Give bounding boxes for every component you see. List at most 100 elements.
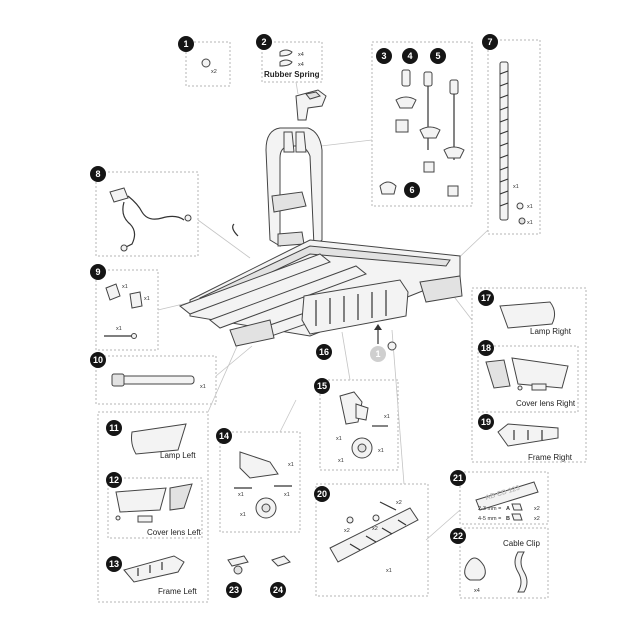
svg-text:21: 21 xyxy=(453,473,463,483)
part-12-cover-lens-left xyxy=(107,477,203,539)
badge-24: 24 xyxy=(270,582,286,598)
badge-20: 20 xyxy=(314,486,330,502)
plate-range-large: 4-5 mm = xyxy=(478,516,501,522)
part-8-wiring-harness xyxy=(109,187,192,252)
svg-text:16: 16 xyxy=(319,347,329,357)
svg-text:24: 24 xyxy=(273,585,283,595)
badge-9: 9 xyxy=(90,264,106,280)
part-22-cable-clip xyxy=(464,551,528,593)
qty-part-20-d: x1 xyxy=(386,568,392,574)
leader-line xyxy=(215,345,253,377)
svg-text:1: 1 xyxy=(375,349,380,359)
part-11-lamp-left xyxy=(131,423,187,455)
part-1-reference-cap xyxy=(387,341,397,351)
part-17-lamp-right xyxy=(499,301,556,329)
badge-5: 5 xyxy=(430,48,446,64)
qty-part-15-b: x1 xyxy=(336,436,342,442)
leader-line xyxy=(425,509,461,541)
plate-range-a: A xyxy=(506,506,510,512)
badge-17: 17 xyxy=(478,290,494,306)
qty-part-21-a: x2 xyxy=(534,506,540,512)
badge-12: 12 xyxy=(106,472,122,488)
label-cover-lens-left: Cover lens Left xyxy=(147,528,202,537)
box-part-7 xyxy=(487,39,541,235)
plate-range-small: 2-3 mm = xyxy=(478,506,501,512)
part-13-frame-left xyxy=(123,555,185,583)
plate-range-b: B xyxy=(506,516,510,522)
qty-part-14-b: x1 xyxy=(238,492,244,498)
part-6-cap xyxy=(379,181,397,195)
svg-text:20: 20 xyxy=(317,489,327,499)
box-part-18 xyxy=(477,345,579,413)
qty-part-9-key: x1 xyxy=(144,296,150,302)
box-parts-11-13 xyxy=(97,411,209,603)
label-rubber-spring: Rubber Spring xyxy=(264,70,320,79)
svg-text:5: 5 xyxy=(435,51,440,61)
box-part-8 xyxy=(95,171,199,257)
box-part-10 xyxy=(95,355,217,405)
svg-text:22: 22 xyxy=(453,531,463,541)
qty-part-9-bolt: x1 xyxy=(116,326,122,332)
part-3-arm xyxy=(395,69,417,133)
svg-text:12: 12 xyxy=(109,475,119,485)
part-4-arm xyxy=(419,71,441,173)
part-24-key xyxy=(271,555,291,567)
svg-text:6: 6 xyxy=(409,185,414,195)
svg-text:7: 7 xyxy=(487,37,492,47)
part-5-arm xyxy=(443,79,465,197)
svg-text:17: 17 xyxy=(481,293,491,303)
badge-10: 10 xyxy=(90,352,106,368)
label-cover-lens-right: Cover lens Right xyxy=(516,399,576,408)
box-part-21 xyxy=(459,471,549,525)
badge-1: 1 xyxy=(178,36,194,52)
part-23-key xyxy=(227,555,249,575)
badge-19: 19 xyxy=(478,414,494,430)
part-21-number-plate xyxy=(475,481,539,511)
qty-part-7-washer: x1 xyxy=(527,220,533,226)
box-parts-3-6 xyxy=(371,41,473,207)
svg-text:8: 8 xyxy=(95,169,100,179)
qty-part-14-c: x1 xyxy=(284,492,290,498)
part-18-cover-lens-right xyxy=(485,357,569,391)
svg-text:13: 13 xyxy=(109,559,119,569)
svg-text:10: 10 xyxy=(93,355,103,365)
qty-part-9-lock: x1 xyxy=(122,284,128,290)
svg-text:4: 4 xyxy=(407,51,412,61)
badge-1-reference: 1 xyxy=(370,346,386,362)
badge-14: 14 xyxy=(216,428,232,444)
leader-line xyxy=(451,293,473,321)
box-parts-17-19 xyxy=(471,287,587,463)
bike-carrier-assembly xyxy=(178,127,463,347)
badge-23: 23 xyxy=(226,582,242,598)
leader-line xyxy=(341,331,351,381)
badge-7: 7 xyxy=(482,34,498,50)
box-part-1 xyxy=(185,41,231,87)
box-part-14 xyxy=(219,431,301,533)
box-part-2 xyxy=(261,41,323,83)
badge-11: 11 xyxy=(106,420,122,436)
svg-text:18: 18 xyxy=(481,343,491,353)
qty-part-20-a: x2 xyxy=(396,500,402,506)
part-15-foot-assembly xyxy=(339,391,388,459)
qty-part-15-d: x1 xyxy=(338,458,344,464)
svg-text:2: 2 xyxy=(261,37,266,47)
leader-line xyxy=(295,81,299,95)
badge-18: 18 xyxy=(478,340,494,356)
qty-part-2a: x4 xyxy=(298,52,304,58)
box-part-20 xyxy=(315,483,429,597)
part-19-frame-right xyxy=(497,423,559,447)
part-9-lock-set xyxy=(104,283,143,339)
badge-3: 3 xyxy=(376,48,392,64)
qty-part-7-knob: x1 xyxy=(527,204,533,210)
svg-text:11: 11 xyxy=(109,423,119,433)
part-2-rubber-spring xyxy=(279,49,293,67)
badge-15: 15 xyxy=(314,378,330,394)
badge-6: 6 xyxy=(404,182,420,198)
badge-4: 4 xyxy=(402,48,418,64)
qty-part-20-b: x2 xyxy=(344,528,350,534)
qty-part-22: x4 xyxy=(474,588,480,594)
qty-part-14-d: x1 xyxy=(240,512,246,518)
qty-part-7-rod: x1 xyxy=(513,184,519,190)
leader-line xyxy=(391,329,405,485)
svg-text:1: 1 xyxy=(183,39,188,49)
